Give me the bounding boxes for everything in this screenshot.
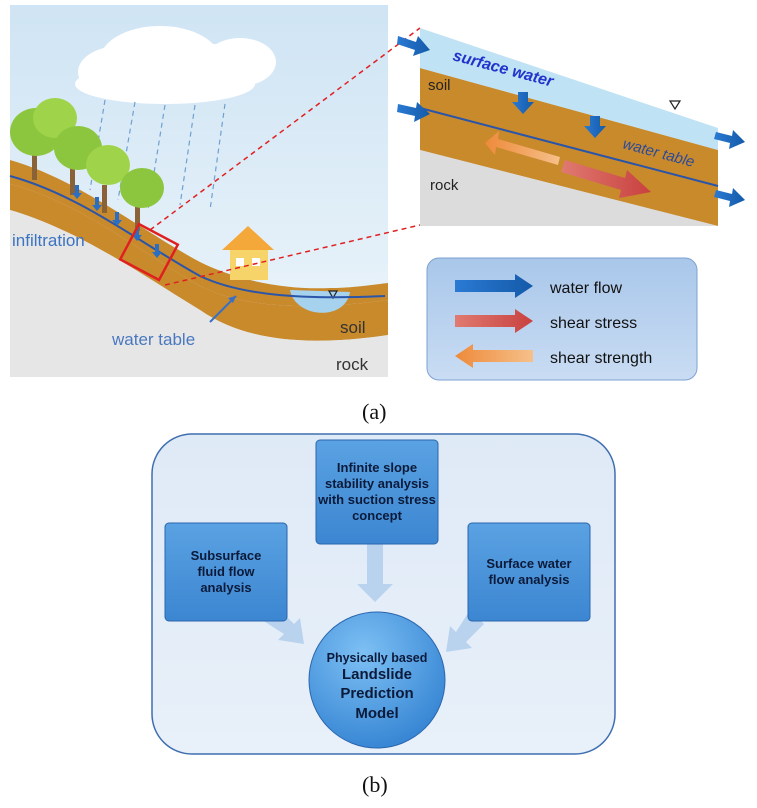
soil-label: soil [340, 318, 366, 337]
zoom-line-top [149, 27, 421, 231]
water-level-marker [327, 290, 339, 300]
box-surface-flow-label: Surface water flow analysis [486, 555, 572, 587]
panel-b-flowchart [151, 433, 616, 755]
center-model-label: Physically based Landslide Prediction Mo… [309, 624, 445, 736]
legend-shear-strength-arrow [455, 344, 533, 368]
center-model-line2: Landslide Prediction Model [340, 665, 414, 722]
soil-lower [10, 184, 388, 341]
flowchart-frame [151, 433, 616, 755]
water-table-label: water table [111, 330, 195, 349]
rock-bottom [10, 210, 388, 377]
house-icon [222, 226, 274, 280]
inset-rock-label: rock [430, 177, 459, 194]
inset-shear-arrows [485, 131, 651, 198]
rock-label: rock [336, 355, 369, 374]
legend-water-flow-arrow [455, 274, 533, 298]
box-surface-flow [467, 522, 591, 622]
inset-flow-arrows [397, 36, 745, 207]
infiltration-arrows [72, 185, 162, 258]
legend-shear-stress-label: shear stress [550, 315, 637, 332]
caption-b: (b) [362, 772, 388, 797]
center-model-circle [308, 611, 446, 749]
soil-layer [10, 160, 388, 307]
trees-icon [10, 98, 164, 231]
zoom-region-box [118, 222, 180, 282]
legend-shear-stress-arrow [455, 309, 533, 333]
caption-a: (a) [362, 399, 387, 424]
box-subsurface-flow [164, 522, 288, 622]
legend-water-flow-label: water flow [549, 280, 622, 297]
arrow-top-to-center [357, 544, 393, 602]
infiltration-label: infiltration [12, 231, 85, 250]
legend-shear-strength-label: shear strength [550, 350, 652, 367]
center-model-line1: Physically based [326, 650, 428, 665]
zoom-line-bottom [164, 224, 421, 286]
water-table-line [9, 175, 386, 299]
box-slope-stability-label: Infinite slope stability analysis with s… [318, 459, 436, 524]
inset-soil-label: soil [428, 77, 451, 94]
box-subsurface-flow-label: Subsurface fluid flow analysis [190, 547, 262, 596]
cloud-icon [75, 26, 276, 104]
box-slope-stability [315, 439, 439, 545]
panel-a-illustration: infiltration water table soil rock surfa… [9, 5, 745, 381]
